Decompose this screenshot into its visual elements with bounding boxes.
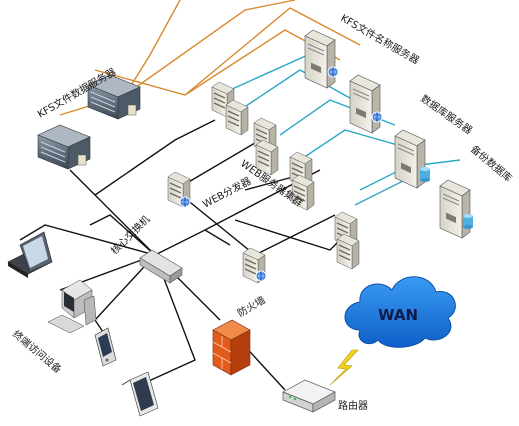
- kfs-name-server-label: KFS文件名称服务器: [339, 11, 422, 67]
- wan-label: WAN: [378, 306, 418, 324]
- web-dispatcher-label: WEB分发器: [200, 174, 253, 210]
- kfs-name-server-1-icon: [304, 29, 336, 89]
- wan-cloud-icon: [344, 276, 456, 348]
- core-switch-icon: [139, 249, 183, 284]
- terminals-label: 终端访问设备: [10, 327, 64, 376]
- desktop-icon: [47, 279, 97, 334]
- backup-db-cylinder-icon: [463, 214, 473, 229]
- globe-badge-2-icon: [371, 111, 383, 123]
- tablet-icon: [121, 371, 159, 417]
- web-server-rack-8-icon: [336, 233, 360, 270]
- globe-badge-4-icon: [255, 270, 267, 282]
- pda-icon: [94, 327, 117, 367]
- kfs-storage-server-2-icon: [37, 124, 91, 170]
- web-server-rack-2-icon: [225, 99, 249, 136]
- globe-badge-3-icon: [179, 196, 191, 208]
- backup-db-label: 备份数据库: [468, 142, 515, 184]
- laptop-icon: [7, 231, 53, 278]
- globe-badge-1-icon: [327, 66, 339, 78]
- router-icon: [282, 379, 336, 413]
- db-cylinder-icon: [420, 167, 430, 182]
- firewall-icon: [212, 319, 251, 376]
- kfs-name-server-2-icon: [349, 74, 381, 134]
- router-label: 路由器: [338, 399, 368, 412]
- db-server-label: 数据库服务器: [418, 92, 475, 137]
- backup-db-server-icon: [439, 179, 471, 239]
- lightning-icon: [329, 349, 359, 386]
- cyan-links: [229, 44, 461, 206]
- firewall-label: 防火墙: [235, 293, 267, 319]
